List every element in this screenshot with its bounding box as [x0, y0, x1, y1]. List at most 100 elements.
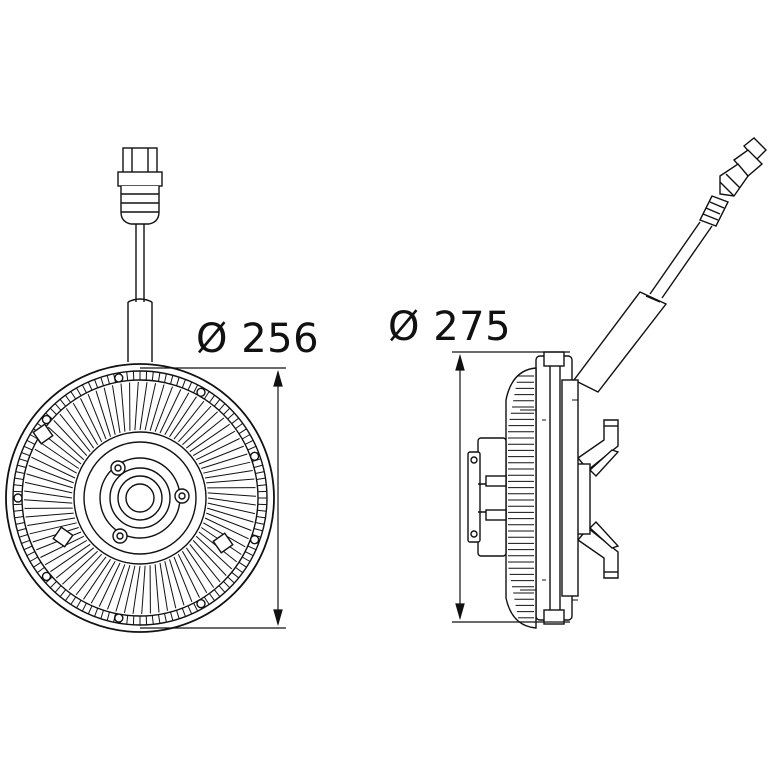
- rim-tick: [17, 528, 27, 532]
- rim-tick: [17, 464, 27, 468]
- fin: [26, 473, 73, 489]
- fin: [177, 553, 200, 598]
- rim-tick: [19, 458, 28, 462]
- rim-tick: [151, 615, 154, 625]
- rim-tick: [218, 585, 226, 593]
- fin: [29, 522, 77, 535]
- rim-tick: [170, 611, 174, 621]
- rim-tick: [29, 434, 39, 440]
- rim-bolt: [196, 387, 206, 397]
- rim-tick: [49, 581, 57, 589]
- rim-tick: [244, 551, 254, 557]
- rim-tick: [218, 403, 226, 411]
- fin: [55, 547, 95, 579]
- fin: [115, 565, 131, 612]
- rim-tick: [187, 605, 193, 615]
- rim-tick: [87, 381, 93, 391]
- side-dimension: [452, 351, 570, 623]
- fin: [207, 502, 256, 515]
- rim-tick: [193, 602, 199, 612]
- rim-tick: [81, 602, 87, 612]
- rim-bolts: [13, 373, 260, 623]
- rim-tick: [64, 395, 72, 403]
- rim-tick: [54, 585, 62, 593]
- front-dimension-label: Ø 256: [196, 316, 319, 362]
- side-view: [467, 137, 767, 629]
- fin: [185, 417, 225, 449]
- fin: [34, 448, 77, 474]
- rim-tick: [257, 509, 267, 512]
- side-dimension-label: Ø 275: [388, 304, 511, 350]
- fin: [182, 411, 218, 446]
- rim-tick: [14, 477, 24, 480]
- fin: [144, 382, 157, 431]
- fin: [159, 562, 168, 611]
- rim-tick: [238, 561, 247, 568]
- fin: [42, 433, 82, 465]
- rim-tick: [15, 471, 25, 474]
- rim-tick: [14, 516, 24, 519]
- rim-tick: [106, 375, 110, 385]
- fin: [154, 564, 160, 613]
- fin: [185, 547, 215, 588]
- fin: [189, 543, 221, 583]
- rim-tick: [13, 484, 23, 487]
- rim-tick: [126, 371, 129, 381]
- fin: [177, 405, 212, 443]
- rim-tick: [81, 384, 87, 394]
- rim-bolt: [196, 599, 206, 609]
- rim-tick: [23, 445, 33, 451]
- rim-tick: [213, 398, 221, 407]
- fin: [139, 382, 148, 431]
- fin: [107, 564, 126, 610]
- side-cooling-fins: [508, 375, 534, 619]
- rim-bolt: [41, 414, 52, 425]
- rim-tick: [158, 372, 161, 382]
- fin: [204, 517, 249, 540]
- rim-tick: [203, 596, 210, 605]
- fin: [47, 426, 85, 461]
- fin: [206, 512, 252, 531]
- rim-tick: [21, 539, 30, 544]
- rim-tick: [256, 477, 266, 480]
- fin: [95, 390, 111, 437]
- rim-bolt: [114, 613, 124, 623]
- rim-tick: [23, 545, 33, 551]
- rim-tick: [244, 439, 254, 445]
- rim-tick: [49, 407, 57, 415]
- rim-tick: [59, 398, 67, 407]
- fin: [198, 445, 244, 465]
- rim-tick: [223, 581, 231, 589]
- sensor-rod: [572, 137, 767, 393]
- rim-tick: [106, 611, 110, 621]
- fin: [38, 441, 79, 469]
- fin: [25, 512, 74, 518]
- rim-tick: [235, 566, 243, 574]
- fin: [164, 392, 190, 435]
- rim-tick: [126, 615, 129, 625]
- rim-tick: [235, 422, 243, 430]
- fin: [201, 453, 248, 469]
- fin: [195, 535, 233, 570]
- fin: [189, 423, 230, 453]
- rim-tick: [59, 589, 67, 598]
- fin: [120, 383, 126, 432]
- rim-tick: [247, 445, 257, 451]
- rim-tick: [29, 556, 39, 562]
- rim-tick: [76, 387, 82, 397]
- rim-tick: [19, 534, 28, 538]
- rim-tick: [193, 384, 199, 394]
- rim-tick: [70, 596, 77, 605]
- rim-tick: [203, 391, 210, 400]
- rim-bolt: [41, 571, 52, 582]
- front-dimension: [140, 367, 286, 629]
- connector-plug: [117, 147, 163, 225]
- fin: [65, 408, 95, 449]
- fin: [203, 461, 251, 474]
- rim-tick: [208, 593, 216, 601]
- rim-tick: [64, 593, 72, 601]
- rim-tick: [170, 375, 174, 385]
- fin: [195, 438, 240, 461]
- fin: [154, 386, 173, 432]
- fin: [169, 559, 185, 606]
